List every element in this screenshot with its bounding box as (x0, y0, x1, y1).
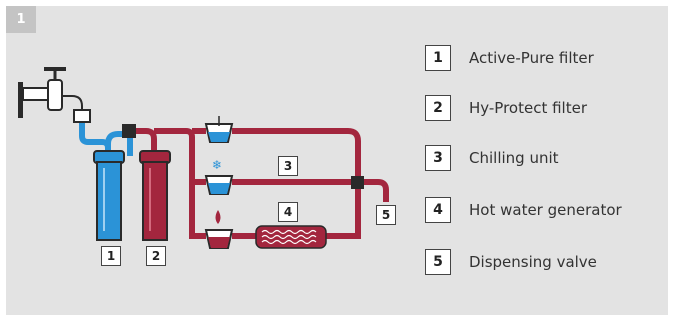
legend-label: Dispensing valve (469, 253, 597, 271)
legend-item-3: 3 Chilling unit (425, 144, 559, 172)
legend-item-4: 4 Hot water generator (425, 196, 622, 224)
figure-number-badge: 1 (6, 6, 36, 33)
legend-label: Chilling unit (469, 149, 559, 167)
legend-label: Hot water generator (469, 201, 622, 219)
cold-water-cup-icon (204, 116, 234, 143)
active-pure-filter-icon (93, 150, 125, 241)
hy-protect-filter-icon (139, 150, 171, 241)
legend-item-5: 5 Dispensing valve (425, 248, 597, 276)
diagram-tag-1: 1 (101, 246, 121, 266)
legend-item-2: 2 Hy-Protect filter (425, 94, 587, 122)
diagram-tag-5: 5 (376, 205, 396, 225)
dispensing-valve-junction (351, 176, 364, 189)
legend-number: 2 (425, 95, 451, 121)
hot-water-cup-icon (204, 210, 234, 249)
legend-label: Active-Pure filter (469, 49, 594, 67)
legend-number: 3 (425, 145, 451, 171)
legend-number: 5 (425, 249, 451, 275)
chilled-water-cup-icon: ❄ (204, 158, 234, 195)
filtered-water-pipe (136, 128, 157, 156)
diagram-tag-3: 3 (278, 156, 298, 176)
heating-coil-icon (255, 225, 327, 249)
diagram-tag-2: 2 (146, 246, 166, 266)
water-system-diagram: ❄ (18, 67, 389, 249)
cold-water-pipe-link (105, 131, 133, 156)
pipe-junction-block (122, 124, 136, 138)
legend-item-1: 1 Active-Pure filter (425, 44, 594, 72)
legend-number: 1 (425, 45, 451, 71)
diagram-tag-4: 4 (278, 202, 298, 222)
legend-number: 4 (425, 197, 451, 223)
legend-label: Hy-Protect filter (469, 99, 588, 117)
water-tap-icon (18, 67, 91, 123)
distribution-pipes (154, 128, 389, 239)
figure-panel: 1 (6, 6, 668, 315)
svg-text:❄: ❄ (212, 158, 222, 172)
